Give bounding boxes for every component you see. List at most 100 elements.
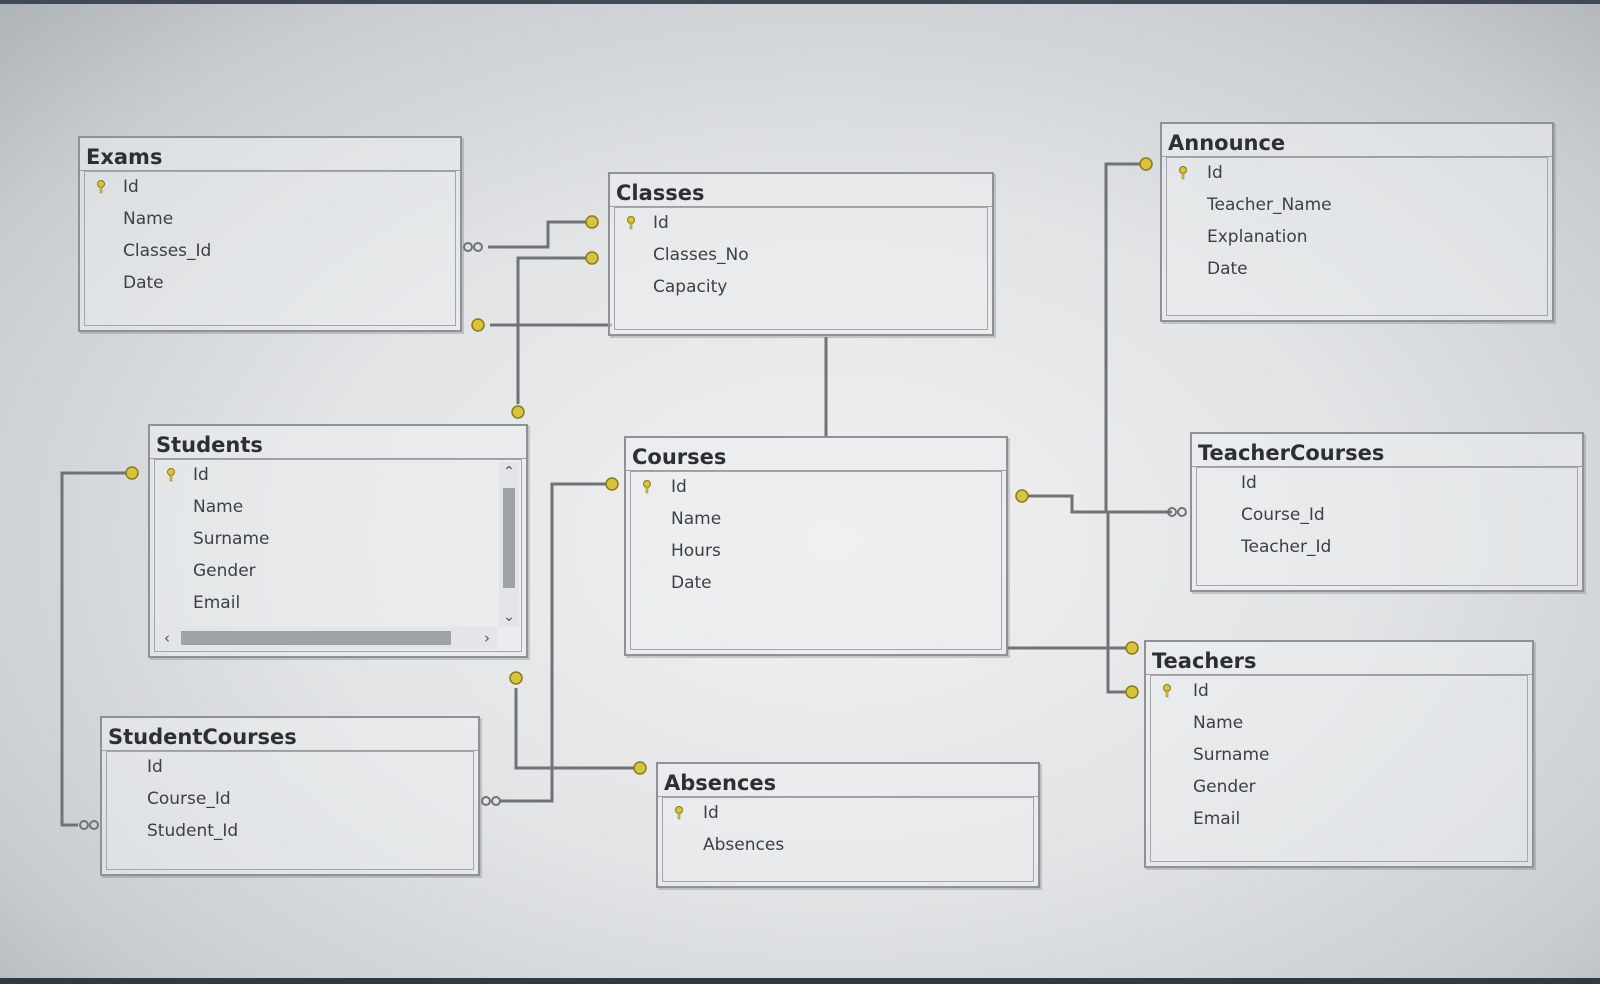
column-row[interactable]: Course_Id [147, 789, 231, 809]
primary-key-icon [627, 216, 635, 230]
column-row[interactable]: Id [671, 477, 687, 497]
column-row[interactable]: Name [671, 509, 722, 529]
key-endpoint-students-bottom [509, 671, 523, 685]
column-row[interactable]: Surname [193, 529, 270, 549]
table-studentcourses[interactable]: StudentCourses Id Course_Id Student_Id [100, 716, 480, 876]
column-row[interactable]: Teacher_Id [1241, 537, 1332, 557]
window-top-edge [0, 0, 1600, 4]
table-courses[interactable]: Courses Id Name Hours Date [624, 436, 1008, 656]
table-title: Courses [626, 438, 1006, 471]
primary-key-icon [167, 468, 175, 482]
primary-key-icon [97, 180, 105, 194]
column-list: Id Absences [662, 797, 1034, 882]
column-row[interactable]: Id [653, 213, 669, 233]
column-row[interactable]: Id [123, 177, 139, 197]
primary-key-icon [643, 480, 651, 494]
column-list: Id Name Surname Gender Email [1150, 675, 1528, 862]
relationship-teachercourses-teachers [1106, 512, 1128, 694]
column-row[interactable]: Classes_Id [123, 241, 212, 261]
table-title: Announce [1162, 124, 1552, 157]
column-row[interactable]: Id [703, 803, 719, 823]
relationship-exams-classes [488, 220, 598, 249]
vertical-scrollbar[interactable]: ⌃ ⌄ [499, 462, 519, 627]
many-endpoint-studentcourses-right [481, 796, 501, 806]
key-endpoint-announce [1139, 157, 1153, 171]
column-row[interactable]: Student_Id [147, 821, 239, 841]
scrollbar-thumb[interactable] [181, 631, 451, 645]
column-list: Id Name Classes_Id Date [84, 171, 456, 326]
relationship-students-absences [514, 688, 636, 770]
relationship-studentcourses-students [60, 471, 128, 827]
column-list: Id Name Hours Date [630, 471, 1002, 650]
key-endpoint-teachers-1 [1125, 641, 1139, 655]
column-row[interactable]: Name [193, 497, 244, 517]
key-endpoint-absences [633, 761, 647, 775]
key-endpoint-students-top [511, 405, 525, 419]
relationship-studentcourses-courses [500, 482, 610, 803]
column-row[interactable]: Hours [671, 541, 721, 561]
scroll-right-icon[interactable]: › [484, 629, 490, 647]
key-endpoint-classes-2 [585, 251, 599, 265]
key-endpoint-teachers-2 [1125, 685, 1139, 699]
table-students[interactable]: Students Id Name Surname Gender Email ⌃ … [148, 424, 528, 658]
column-list: Id Course_Id Teacher_Id [1196, 467, 1578, 586]
horizontal-scrollbar[interactable]: ‹ › [157, 627, 497, 649]
column-row[interactable]: Id [1207, 163, 1223, 183]
column-row[interactable]: Teacher_Name [1207, 195, 1332, 215]
column-row[interactable]: Date [123, 273, 164, 293]
column-row[interactable]: Id [147, 757, 163, 777]
table-teachers[interactable]: Teachers Id Name Surname Gender Email [1144, 640, 1534, 868]
table-title: TeacherCourses [1192, 434, 1582, 467]
column-row[interactable]: Id [1241, 473, 1257, 493]
table-title: StudentCourses [102, 718, 478, 751]
key-endpoint-classes-1 [585, 215, 599, 229]
table-title: Classes [610, 174, 992, 207]
primary-key-icon [1163, 684, 1171, 698]
table-teachercourses[interactable]: TeacherCourses Id Course_Id Teacher_Id [1190, 432, 1584, 592]
column-row[interactable]: Email [1193, 809, 1241, 829]
many-endpoint-teachercourses [1167, 507, 1187, 517]
table-title: Exams [80, 138, 460, 171]
table-title: Teachers [1146, 642, 1532, 675]
scroll-left-icon[interactable]: ‹ [164, 629, 170, 647]
key-endpoint-exams [471, 318, 485, 332]
column-list: Id Name Surname Gender Email ⌃ ⌄ ‹ › [154, 459, 522, 652]
many-endpoint-exams [463, 242, 483, 252]
column-row[interactable]: Explanation [1207, 227, 1308, 247]
column-row[interactable]: Gender [1193, 777, 1256, 797]
column-row[interactable]: Id [193, 465, 209, 485]
relationship-students-classes [516, 256, 598, 404]
table-announce[interactable]: Announce Id Teacher_Name Explanation Dat… [1160, 122, 1554, 322]
scroll-down-icon[interactable]: ⌄ [503, 609, 515, 625]
key-endpoints [125, 157, 1153, 775]
column-row[interactable]: Classes_No [653, 245, 749, 265]
column-row[interactable]: Course_Id [1241, 505, 1325, 525]
primary-key-icon [675, 806, 683, 820]
column-list: Id Course_Id Student_Id [106, 751, 474, 870]
column-row[interactable]: Email [193, 593, 241, 613]
column-row[interactable]: Date [1207, 259, 1248, 279]
key-endpoint-courses-right [1015, 489, 1029, 503]
column-row[interactable]: Capacity [653, 277, 728, 297]
column-row[interactable]: Absences [703, 835, 785, 855]
primary-key-icon [1179, 166, 1187, 180]
table-exams[interactable]: Exams Id Name Classes_Id Date [78, 136, 462, 332]
column-row[interactable]: Name [123, 209, 174, 229]
column-list: Id Classes_No Capacity [614, 207, 988, 330]
key-endpoint-students-left [125, 466, 139, 480]
table-title: Absences [658, 764, 1038, 797]
column-row[interactable]: Id [1193, 681, 1209, 701]
column-row[interactable]: Date [671, 573, 712, 593]
column-row[interactable]: Name [1193, 713, 1244, 733]
column-row[interactable]: Gender [193, 561, 256, 581]
scroll-up-icon[interactable]: ⌃ [503, 464, 515, 480]
table-title: Students [150, 426, 526, 459]
scrollbar-thumb[interactable] [503, 488, 515, 588]
table-absences[interactable]: Absences Id Absences [656, 762, 1040, 888]
column-list: Id Teacher_Name Explanation Date [1166, 157, 1548, 316]
relationship-teachercourses-announce [1104, 162, 1172, 514]
many-endpoints [79, 242, 1187, 830]
table-classes[interactable]: Classes Id Classes_No Capacity [608, 172, 994, 336]
column-row[interactable]: Surname [1193, 745, 1270, 765]
